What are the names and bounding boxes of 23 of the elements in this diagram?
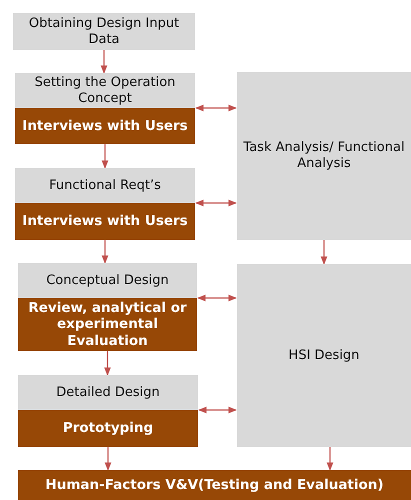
arrow: [102, 144, 108, 169]
double-arrow: [198, 406, 237, 414]
arrow: [104, 351, 111, 376]
double-arrow: [195, 200, 237, 206]
step-label: Conceptual Design: [45, 272, 170, 288]
method-label: Interviews with Users: [21, 118, 189, 134]
step-label: Setting the Operation Concept: [34, 74, 176, 106]
method-label: Interviews with Users: [21, 213, 189, 230]
step-label: Obtaining Design Input Data: [28, 16, 180, 48]
method-label: Prototyping: [62, 420, 154, 437]
double-arrow: [197, 294, 237, 302]
arrow: [102, 240, 108, 264]
step-label: HSI Design: [288, 348, 360, 364]
arrow: [326, 447, 334, 471]
arrow: [320, 240, 328, 265]
method-label: Human-Factors V&V(Testing and Evaluation): [44, 476, 385, 494]
step-label: Task Analysis/ Functional Analysis: [242, 140, 406, 172]
step-label: Functional Reqt’s: [48, 178, 162, 194]
arrow: [104, 447, 112, 471]
arrow: [100, 50, 108, 74]
step-label: Detailed Design: [55, 384, 161, 400]
method-label: Review, analytical or experimental Evaluation: [27, 300, 188, 349]
double-arrow: [195, 104, 237, 112]
